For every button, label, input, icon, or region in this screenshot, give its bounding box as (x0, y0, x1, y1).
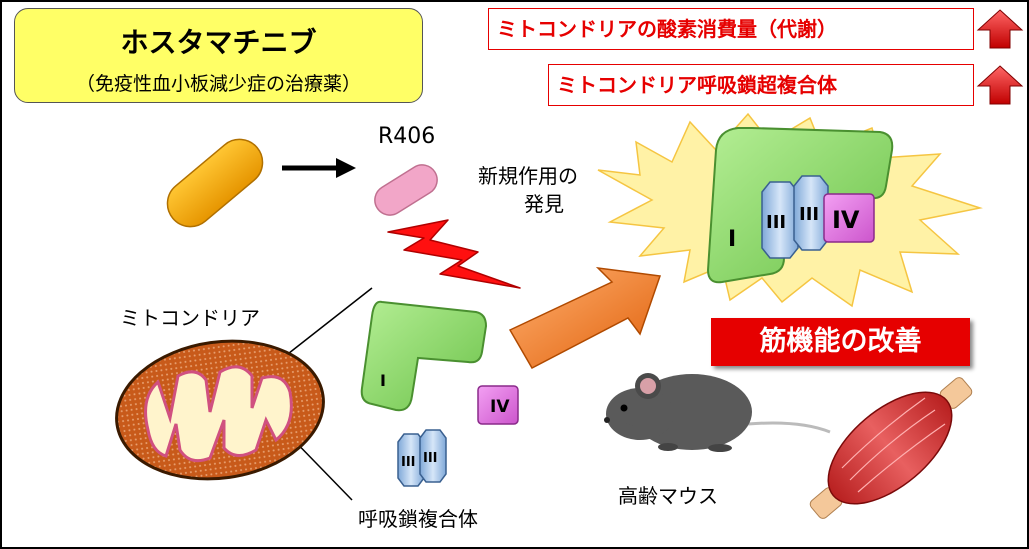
supercomplex-group (706, 127, 894, 284)
muscle-icon (809, 377, 973, 519)
complex-iv-label: IV (490, 397, 510, 417)
supercomplex-i-shape (706, 127, 894, 284)
discovery-label-line1: 新規作用の (478, 164, 578, 188)
result-banner: 筋機能の改善 (711, 318, 970, 366)
mitochondrion-icon (115, 339, 325, 481)
conversion-arrow (282, 158, 356, 178)
drug-capsule-icon (166, 138, 264, 228)
up-arrow-icon (976, 9, 1024, 49)
title-box: ホスタマチニブ （免疫性血小板減少症の治療薬） (14, 8, 423, 103)
supercomplex-iv (823, 193, 875, 243)
r406-label: R406 (378, 124, 436, 149)
lightning-bolt-icon (387, 219, 521, 289)
drug-name: ホスタマチニブ (120, 26, 317, 59)
complex-iii-label-b: III (423, 451, 438, 466)
complex-i-label: I (380, 371, 386, 390)
supercomplex-iii-label-b: III (799, 204, 819, 225)
progress-arrow-icon (508, 266, 662, 369)
complex-iii-shape (397, 429, 447, 487)
mitochondria-label: ミトコンドリア (120, 306, 260, 330)
supercomplex-iv-label: IV (832, 206, 860, 234)
mouse-icon (604, 373, 831, 452)
r406-capsule-icon (374, 164, 438, 216)
complex-i-shape (360, 300, 488, 412)
complex-iv-shape (477, 385, 519, 425)
drug-subtitle: （免疫性血小板減少症の治療薬） (75, 73, 361, 95)
mouse-label: 高齢マウス (618, 484, 718, 508)
effect-oxygen-consumption: ミトコンドリアの酸素消費量（代謝） (488, 8, 974, 50)
effect-supercomplex: ミトコンドリア呼吸鎖超複合体 (548, 64, 974, 106)
complex-iii-label-a: III (401, 455, 416, 470)
supercomplex-iii-label-a: III (766, 212, 786, 233)
up-arrow-icon (976, 65, 1024, 105)
supercomplex-i-label: I (728, 227, 736, 252)
complexes-label: 呼吸鎖複合体 (358, 507, 478, 531)
discovery-label-line2: 発見 (524, 192, 564, 216)
supercomplex-iii-a (761, 181, 799, 259)
